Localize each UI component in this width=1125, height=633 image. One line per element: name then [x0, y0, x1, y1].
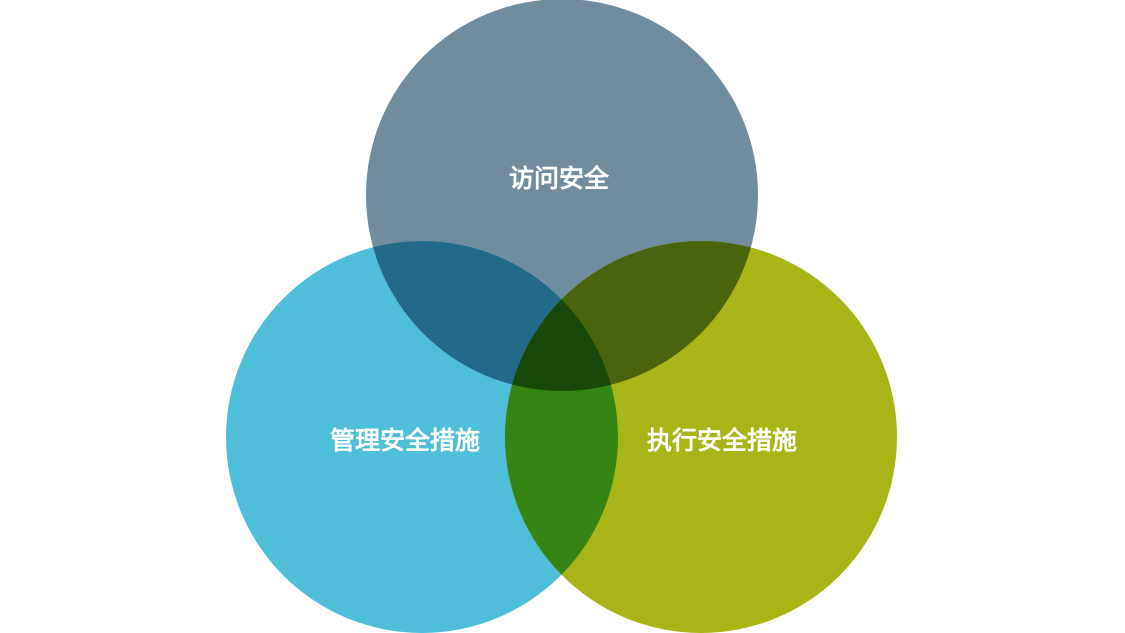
access-execution-overlap: [505, 241, 758, 391]
access-security-label: 访问安全: [509, 164, 610, 193]
execution-measures-label: 执行安全措施: [647, 426, 797, 455]
management-measures-label: 管理安全措施: [330, 426, 480, 455]
access-management-overlap: [366, 241, 618, 391]
